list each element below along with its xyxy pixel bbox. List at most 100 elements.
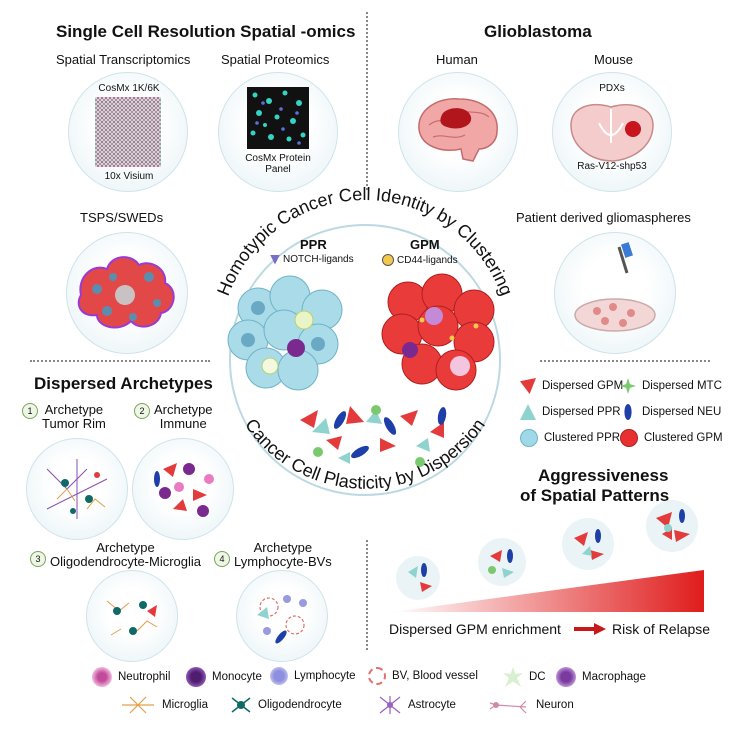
center-diagram: Homotypic Cancer Cell Identity by Cluste… — [213, 184, 517, 496]
transcriptomics-bottom-text: 10x Visium — [104, 171, 154, 182]
dispersed-neu-icon — [623, 401, 633, 423]
ppr-title: PPR — [300, 237, 327, 252]
legend-dc: DC — [503, 667, 546, 687]
pattern-bubble-4 — [646, 500, 698, 552]
mouse-label: Mouse — [594, 52, 634, 67]
legend-macrophage-text: Macrophage — [582, 671, 646, 683]
legend-clustered-ppr-text: Clustered PPR — [544, 432, 621, 444]
aggressiveness-graphic — [392, 500, 704, 612]
legend-oligodendrocyte: Oligodendrocyte — [230, 695, 342, 715]
archetype-1-line2: Tumor Rim — [42, 416, 106, 431]
spatial-transcriptomics-label: Spatial Transcriptomics — [56, 52, 191, 67]
legend-dispersed-mtc: Dispersed MTC — [620, 378, 722, 394]
archetype-4-label: 4 Archetype Lymphocyte-BVs — [214, 541, 332, 569]
archetype-4-bubble — [236, 570, 328, 662]
neuron-icon — [489, 700, 527, 714]
human-bubble — [398, 72, 518, 192]
mouse-bubble: PDXs Ras-V12-shp53 — [552, 72, 672, 192]
legend-blood-vessel-text: BV, Blood vessel — [392, 670, 478, 682]
legend-blood-vessel: BV, Blood vessel — [368, 667, 478, 685]
legend-microglia: Microglia — [120, 695, 208, 715]
legend-astrocyte: Astrocyte — [378, 695, 456, 715]
legend-clustered-ppr: Clustered PPR — [520, 429, 620, 447]
legend-microglia-text: Microglia — [162, 699, 209, 711]
dispersed-mtc-icon — [620, 378, 636, 394]
legend-astrocyte-text: Astrocyte — [408, 699, 456, 711]
legend-clustered-gpm: Clustered GPM — [620, 429, 723, 447]
spatial-omics-title: Single Cell Resolution Spatial -omics — [56, 22, 356, 41]
proteomics-image — [247, 87, 309, 149]
clustered-gpm-icon — [620, 429, 638, 447]
legend-macrophage: Macrophage — [556, 667, 646, 687]
bottom-vertical-divider — [366, 540, 368, 650]
dispersed-ppr-icon — [520, 404, 536, 420]
archetype-4-image — [257, 595, 307, 644]
archetypes-title: Dispersed Archetypes — [34, 374, 213, 393]
risk-of-relapse-label: Risk of Relapse — [612, 621, 711, 637]
gpm-enrichment-label: Dispersed GPM enrichment — [389, 621, 561, 637]
legend-monocyte-text: Monocyte — [212, 671, 262, 683]
legend-neuron-text: Neuron — [536, 699, 574, 711]
archetype-4-line2: Lymphocyte-BVs — [234, 554, 332, 569]
proteomics-bubble: CosMx Protein Panel — [218, 72, 338, 192]
mouse-brain-image — [570, 104, 654, 162]
tsps-label: TSPS/SWEDs — [80, 210, 164, 225]
notch-ligand-icon — [270, 254, 280, 265]
transcriptomics-image — [95, 97, 161, 167]
archetype-1-line1: Archetype — [44, 402, 104, 417]
legend-neutrophil: Neutrophil — [92, 667, 170, 687]
gpm-title: GPM — [410, 237, 440, 252]
ppr-ligand-text: NOTCH-ligands — [283, 254, 354, 265]
neutrophil-icon — [92, 667, 112, 687]
gliomaspheres-image — [574, 242, 656, 332]
microglia-icon — [122, 696, 154, 714]
aggressiveness-title-line1: Aggressiveness — [538, 466, 669, 485]
transcriptomics-top-text: CosMx 1K/6K — [98, 83, 160, 94]
proteomics-panel-text: CosMx Protein Panel — [245, 153, 311, 175]
pattern-bubble-1 — [396, 556, 440, 600]
gpm-ligand-text: CD44-ligands — [397, 254, 458, 266]
astrocyte-icon — [379, 696, 401, 714]
spatial-proteomics-label: Spatial Proteomics — [221, 52, 330, 67]
dc-icon — [503, 667, 523, 687]
clustered-ppr-icon — [520, 429, 538, 447]
right-arrow-icon — [574, 623, 606, 635]
archetype-2-line2: Immune — [159, 416, 207, 431]
archetype-3-number: 3 — [30, 551, 46, 567]
legend-dispersed-gpm-text: Dispersed GPM — [542, 380, 624, 392]
gpm-cluster — [381, 273, 495, 391]
archetype-3-line2: Oligodendrocyte-Microglia — [50, 554, 202, 569]
legend-dc-text: DC — [529, 671, 546, 683]
lymphocyte-icon — [270, 667, 288, 685]
pattern-bubble-3 — [562, 518, 614, 570]
legend-oligodendrocyte-text: Oligodendrocyte — [258, 699, 342, 711]
archetype-1-label: 1 Archetype Tumor Rim — [22, 403, 106, 431]
legend-monocyte: Monocyte — [186, 667, 262, 687]
archetype-2-label: 2 Archetype Immune — [134, 403, 213, 431]
archetype-1-bubble — [26, 438, 128, 540]
archetype-1-image — [46, 459, 108, 519]
mouse-top-text: PDXs — [599, 83, 625, 94]
archetype-2-number: 2 — [134, 403, 150, 419]
archetype-2-image — [154, 463, 214, 517]
legend-neuron: Neuron — [486, 695, 574, 715]
transcriptomics-bubble: CosMx 1K/6K 10x Visium — [68, 72, 188, 192]
human-label: Human — [436, 52, 478, 67]
pattern-bubble-2 — [478, 538, 526, 586]
glioblastoma-title: Glioblastoma — [484, 22, 592, 41]
right-horizontal-divider — [540, 360, 710, 362]
blood-vessel-icon — [368, 667, 386, 685]
legend-lymphocyte-text: Lymphocyte — [294, 670, 356, 682]
archetype-1-number: 1 — [22, 403, 38, 419]
archetype-4-line1: Archetype — [253, 540, 313, 555]
ppr-ligand: NOTCH-ligands — [270, 254, 354, 265]
legend-dispersed-ppr-text: Dispersed PPR — [542, 406, 621, 418]
top-vertical-divider — [366, 12, 368, 190]
macrophage-icon — [556, 667, 576, 687]
legend-dispersed-neu-text: Dispersed NEU — [642, 406, 722, 418]
gpm-ligand: CD44-ligands — [382, 254, 458, 266]
left-horizontal-divider — [30, 360, 210, 362]
archetype-4-number: 4 — [214, 551, 230, 567]
risk-ramp — [392, 570, 704, 612]
monocyte-icon — [186, 667, 206, 687]
